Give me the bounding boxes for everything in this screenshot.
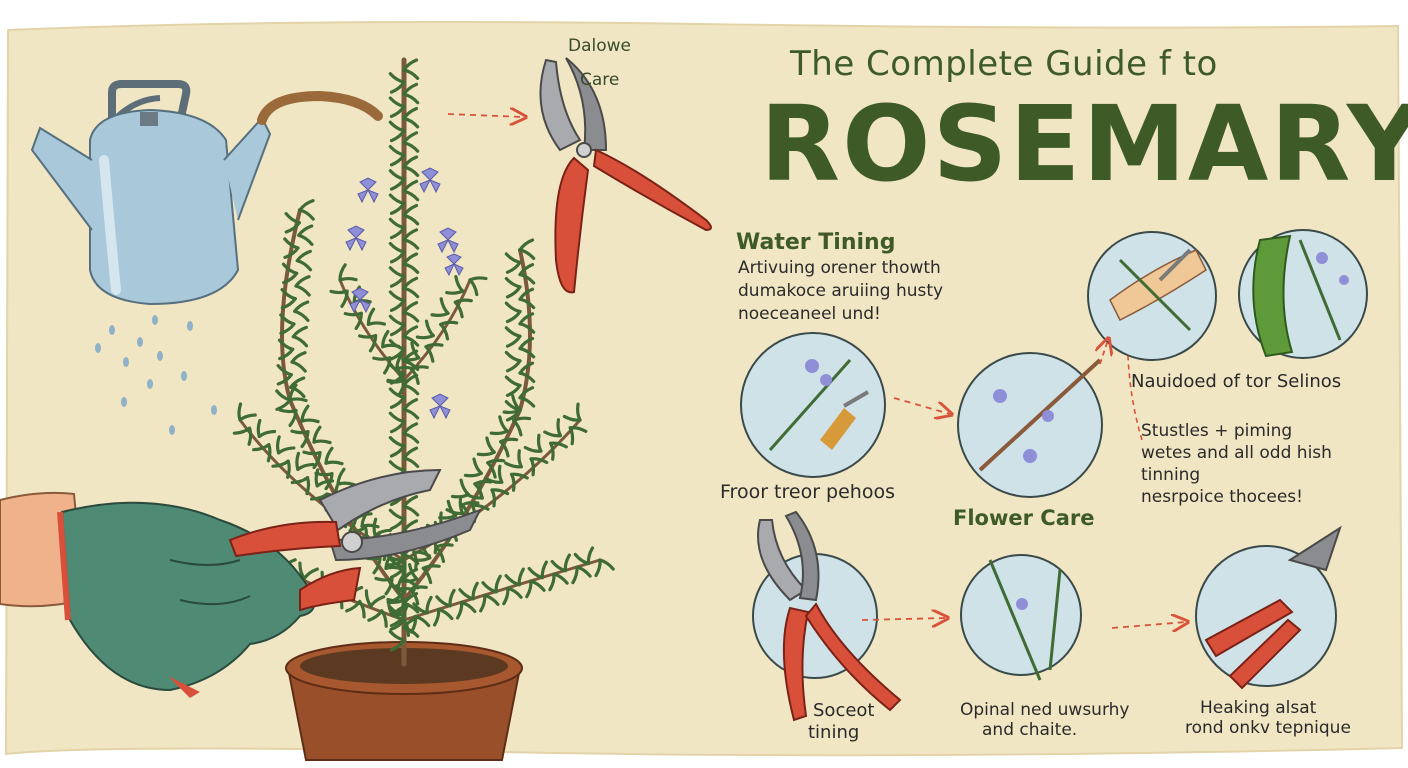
arrow-circle-6-to-7 [1111, 622, 1186, 628]
large-pruning-shears-icon [168, 468, 483, 698]
label-soceot-line-2: tining [808, 722, 860, 743]
top-note-line-1: Dalowe [568, 36, 631, 56]
arrow-circle-5-to-6 [861, 618, 946, 620]
circle-flower-pruner [740, 332, 886, 478]
label-optinal-line-2: and chaite. [982, 720, 1078, 740]
label-froor: Froor treor pehoos [720, 481, 895, 503]
page-title: ROSEMARY [760, 83, 1408, 205]
arrow-to-pruner [447, 114, 524, 117]
water-timing-line: Artivuing orener thowth [738, 258, 941, 278]
stustles-line: tinning [1141, 465, 1201, 485]
watering-can-icon [30, 80, 383, 306]
top-note-line-2: Care [580, 70, 620, 90]
label-nauidoed: Nauidoed of tor Selinos [1131, 371, 1342, 392]
label-flower-care: Flower Care [953, 506, 1095, 530]
arrow-circle-1-to-2 [893, 397, 950, 414]
circle-flower-care [957, 352, 1103, 498]
water-timing-heading: Water Tining [736, 230, 896, 255]
stustles-line: nesrpoice thocees! [1141, 487, 1303, 507]
arrow-label-to-cut [1127, 355, 1143, 441]
stustles-line: wetes and all odd hish [1141, 443, 1332, 463]
water-timing-line: noeceaneel und! [738, 304, 881, 324]
rosemary-flowers [345, 167, 464, 420]
pruning-shears-icon [539, 57, 712, 294]
label-soceot-line-1: Soceot [813, 700, 875, 721]
arrow-flower-to-cut [1100, 340, 1108, 365]
water-timing-line: dumakoce aruiing husty [738, 281, 944, 301]
water-drops [95, 315, 217, 435]
circle-pruning-cut [1087, 231, 1217, 361]
circle-optimal-shape [960, 554, 1082, 681]
stustles-line: Stustles + piming [1141, 421, 1293, 441]
clay-pot-icon [285, 641, 523, 761]
label-heaking-line-2: rond onkv tepnique [1185, 718, 1351, 738]
guide-subtitle: The Complete Guide f to [790, 44, 1218, 84]
circle-green-stem [1238, 229, 1368, 359]
label-optinal-line-1: Opinal ned uwsurhy [960, 700, 1130, 720]
circle-heavy-pruner [1195, 525, 1342, 690]
label-heaking-line-1: Heaking alsat [1200, 698, 1317, 718]
circle-socket-pruner [752, 510, 902, 722]
